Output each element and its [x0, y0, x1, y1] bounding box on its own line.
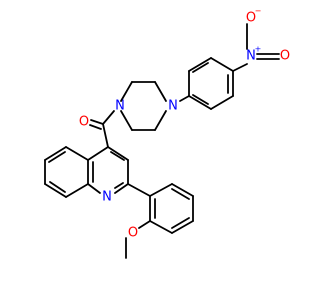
bond-methoxy-c-o: [138, 220, 151, 229]
bond-nitrophenyl-6: [210, 57, 234, 72]
molecule-structure-diagram: N + O − O N N O N O: [44, 7, 290, 259]
bond-benzo-5: [65, 183, 89, 198]
carbonyl-oxygen-label: O: [79, 115, 89, 130]
quinoline-nitrogen-label: N: [102, 190, 112, 205]
bond-benzo-4: [44, 183, 67, 198]
atom-labels: N + O − O N N O N O: [79, 7, 290, 241]
bond-carbonyl-o-double: [89, 124, 102, 130]
bond-quinoline-methoxyphenyl: [127, 183, 151, 197]
bond-quin-c4a-c4: [87, 146, 109, 161]
bond-methoxyphenyl-1: [149, 183, 173, 197]
nitro-nitrogen-charge: +: [255, 45, 262, 54]
bond-benzo-inner-1: [48, 151, 66, 163]
bond-nitro-n-ring: [232, 63, 248, 72]
piperazine-nitrogen-amide-label: N: [115, 99, 125, 114]
bond-phenyl-piperazine-n: [179, 95, 190, 102]
bond-methoxyphenyl-5: [149, 220, 173, 234]
bond-benzo-1: [65, 146, 89, 161]
bond-methoxyphenyl-2: [171, 183, 194, 197]
bond-quin-inner-1: [110, 151, 125, 161]
bond-quin-n1-c8a: [87, 183, 101, 194]
bond-nitrophenyl-5: [188, 57, 212, 72]
bond-methoxyphenyl-inner-1: [171, 188, 190, 200]
bond-nitrophenyl-2: [210, 95, 234, 110]
nitro-oxygen-right-label: O: [280, 49, 290, 64]
bond-piperazine-3: [120, 81, 133, 102]
bond-quin-inner-2: [114, 182, 124, 189]
bond-benzo-inner-2: [49, 181, 66, 193]
nitro-oxygen-top-label: O: [246, 11, 256, 26]
nitro-nitrogen-label: N: [246, 49, 256, 64]
bond-nitrophenyl-inner-3: [192, 62, 209, 73]
bond-nitrophenyl-3: [188, 95, 212, 110]
bond-benzo-2: [44, 146, 67, 161]
bond-methoxyphenyl-inner-2: [171, 217, 190, 229]
bond-quin-c2-n1: [114, 183, 129, 194]
nitro-oxygen-top-charge: −: [255, 7, 262, 16]
bond-piperazine-4: [120, 110, 133, 131]
bond-quin-c4-c3: [107, 146, 129, 161]
bond-carbonyl-quinoline: [102, 123, 109, 148]
bond-methoxyphenyl-4: [171, 220, 194, 234]
piperazine-nitrogen-aryl-label: N: [168, 99, 178, 114]
bond-carbonyl-o: [90, 119, 104, 125]
bond-piperazine-6: [154, 110, 167, 131]
methoxy-oxygen-label: O: [128, 226, 138, 241]
bond-piperazine-1: [154, 81, 167, 102]
bond-nitrophenyl-inner-2: [192, 94, 209, 105]
bonds: [44, 23, 280, 259]
bond-piperazine-carbonyl: [102, 110, 115, 125]
